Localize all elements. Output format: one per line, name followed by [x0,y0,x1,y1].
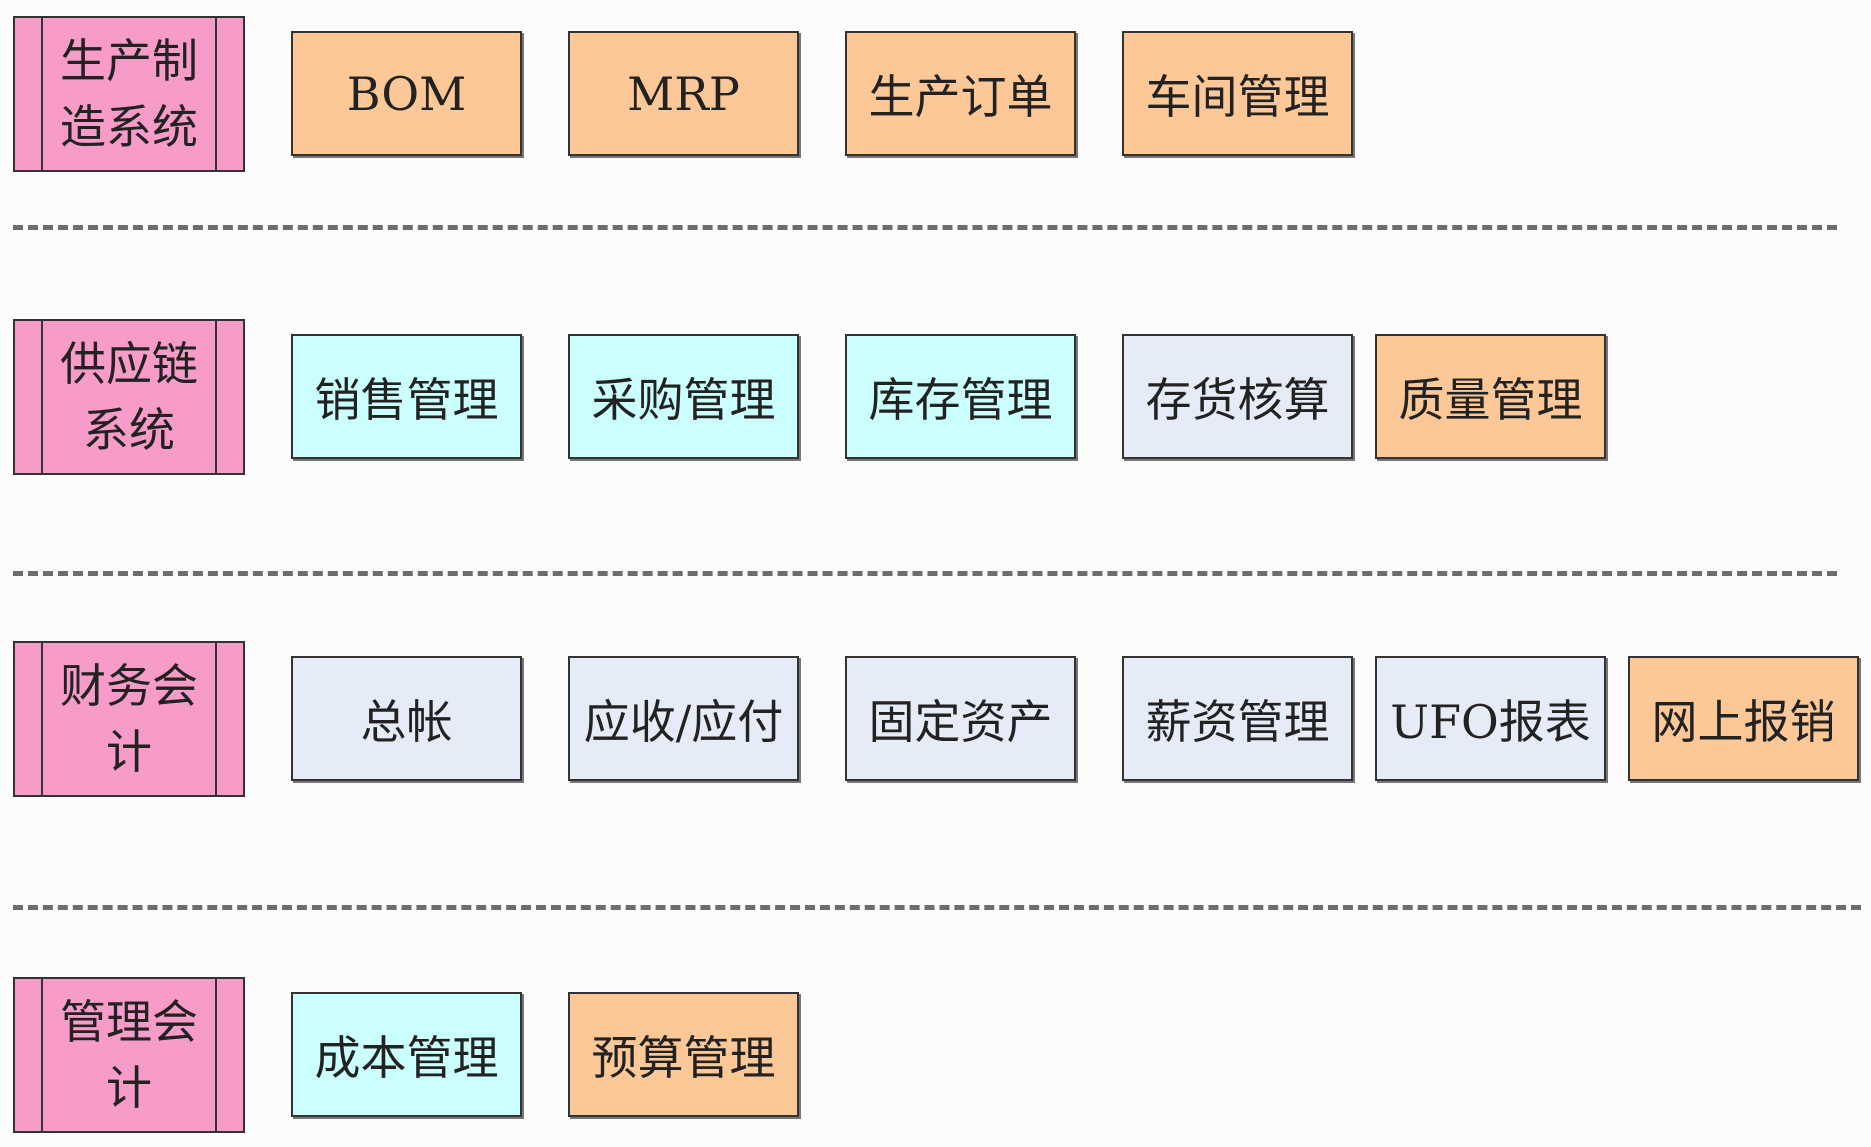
dashed-divider [13,225,1837,230]
system-box-financial-accounting: 财务会计 [13,641,245,797]
dashed-divider [13,571,1837,576]
system-label: 生产制造系统 [60,34,198,154]
module-box: 车间管理 [1122,31,1353,156]
row-production: 生产制造系统 BOM MRP 生产订单 车间管理 [0,16,1871,174]
module-box: 存货核算 [1122,334,1353,459]
module-box: 薪资管理 [1122,656,1353,781]
module-box: MRP [568,31,799,156]
module-box: 预算管理 [568,992,799,1117]
system-box-production: 生产制造系统 [13,16,245,172]
module-box: 总帐 [291,656,522,781]
row-management-accounting: 管理会计 成本管理 预算管理 [0,977,1871,1135]
module-box: BOM [291,31,522,156]
system-label: 供应链系统 [60,337,198,457]
module-box: 质量管理 [1375,334,1606,459]
module-box: 销售管理 [291,334,522,459]
module-box: 固定资产 [845,656,1076,781]
system-label: 管理会计 [60,995,198,1115]
module-box: UFO报表 [1375,656,1606,781]
system-label: 财务会计 [60,659,198,779]
module-box: 生产订单 [845,31,1076,156]
module-box: 应收/应付 [568,656,799,781]
module-box: 采购管理 [568,334,799,459]
module-box: 网上报销 [1628,656,1859,781]
system-box-supply-chain: 供应链系统 [13,319,245,475]
dashed-divider [13,905,1861,910]
system-box-management-accounting: 管理会计 [13,977,245,1133]
module-box: 库存管理 [845,334,1076,459]
row-financial-accounting: 财务会计 总帐 应收/应付 固定资产 薪资管理 UFO报表 网上报销 [0,641,1871,799]
row-supply-chain: 供应链系统 销售管理 采购管理 库存管理 存货核算 质量管理 [0,319,1871,477]
module-box: 成本管理 [291,992,522,1117]
